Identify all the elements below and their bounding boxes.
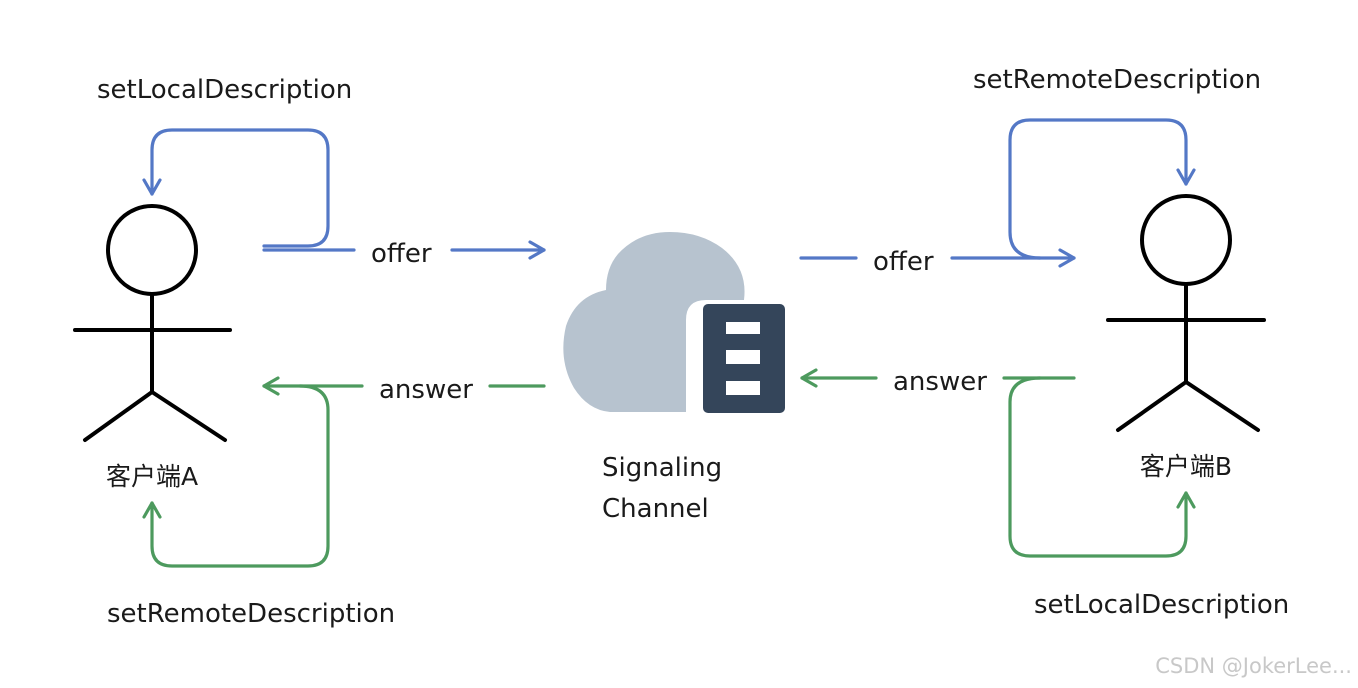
- server-icon: [703, 304, 785, 413]
- client-a-set-local-loop: [142, 128, 330, 248]
- person-icon: [73, 204, 232, 442]
- answer-label-right: answer: [893, 367, 987, 397]
- client-b-set-remote-label: setRemoteDescription: [973, 65, 1261, 95]
- signaling-channel: Signaling Channel: [563, 232, 785, 524]
- offer-label-right: offer: [873, 247, 934, 277]
- cloud-icon: [563, 232, 745, 412]
- client-a-label: 客户端A: [106, 462, 198, 491]
- offer-label-left: offer: [371, 239, 432, 269]
- client-b: 客户端B setRemoteDescription setLocalDescri…: [973, 65, 1289, 620]
- client-b-set-local-label: setLocalDescription: [1034, 590, 1289, 620]
- client-b-label: 客户端B: [1140, 452, 1232, 481]
- person-icon: [1106, 194, 1266, 432]
- client-a-set-remote-loop: [142, 384, 330, 568]
- client-b-set-local-loop: [1008, 376, 1196, 558]
- answer-label-left: answer: [379, 375, 473, 405]
- client-a-set-remote-label: setRemoteDescription: [107, 599, 395, 629]
- watermark: CSDN @JokerLee...: [1155, 654, 1352, 678]
- client-b-set-remote-loop: [1008, 118, 1196, 260]
- client-a: 客户端A setLocalDescription setRemoteDescri…: [73, 75, 395, 629]
- channel-label-line2: Channel: [602, 494, 709, 524]
- client-a-set-local-label: setLocalDescription: [97, 75, 352, 105]
- channel-label-line1: Signaling: [602, 453, 722, 483]
